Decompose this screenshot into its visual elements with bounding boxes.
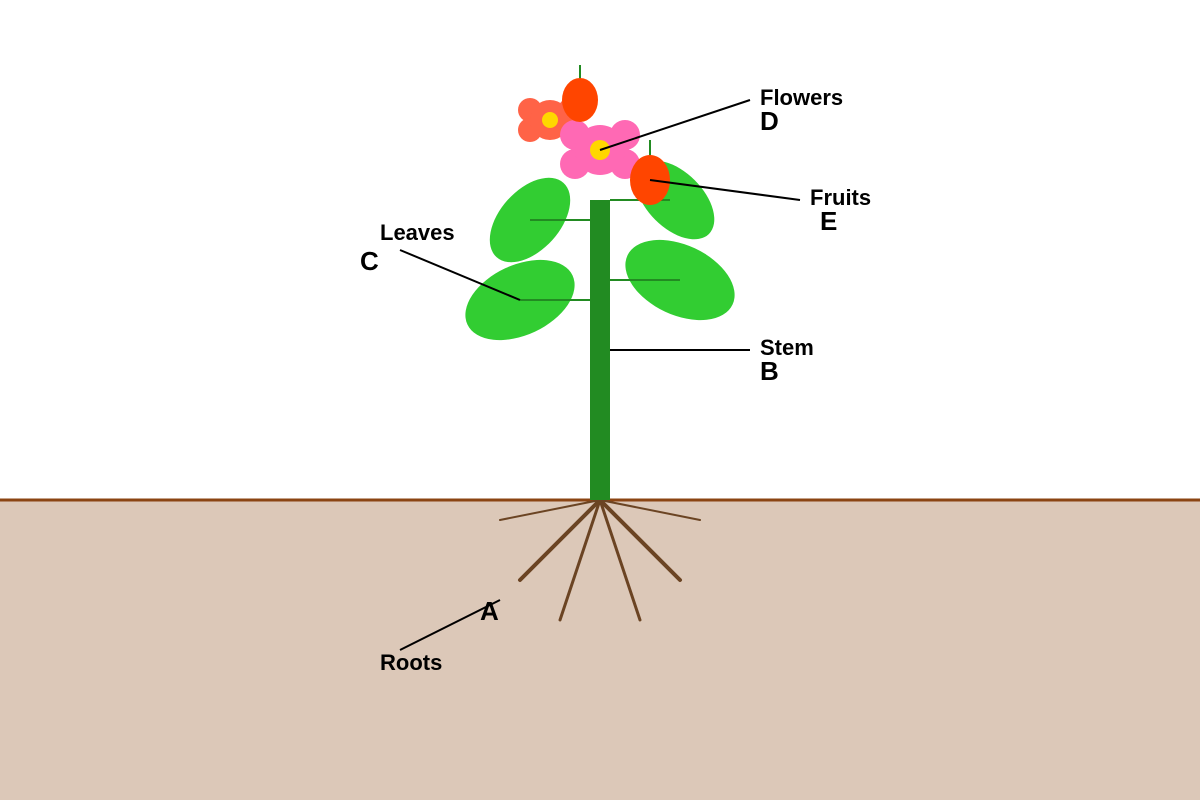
label-fruits: Fruits — [810, 185, 871, 210]
leader-lines — [399, 99, 801, 651]
label-flowers: Flowers — [760, 85, 843, 110]
stem — [590, 200, 610, 500]
root-strand — [599, 499, 701, 521]
root-strand — [499, 499, 601, 521]
leader-line-flowers — [599, 99, 751, 151]
letter-d: D — [760, 106, 779, 136]
soil-area — [0, 500, 1200, 800]
leader-line-roots — [399, 599, 501, 651]
root-strand — [558, 498, 602, 622]
label-roots: Roots — [380, 650, 442, 675]
flower-center — [542, 112, 558, 128]
letter-e: E — [820, 206, 837, 236]
root-strand — [598, 498, 682, 582]
fruit — [562, 78, 598, 122]
letter-c: C — [360, 246, 379, 276]
label-stem: Stem — [760, 335, 814, 360]
roots — [499, 498, 701, 622]
letter-a: A — [480, 596, 499, 626]
leader-line-fruits — [649, 179, 801, 201]
root-strand — [518, 498, 602, 582]
leader-line-leaves — [399, 249, 521, 301]
root-strand — [598, 498, 642, 622]
label-leaves: Leaves — [380, 220, 455, 245]
letter-b: B — [760, 356, 779, 386]
